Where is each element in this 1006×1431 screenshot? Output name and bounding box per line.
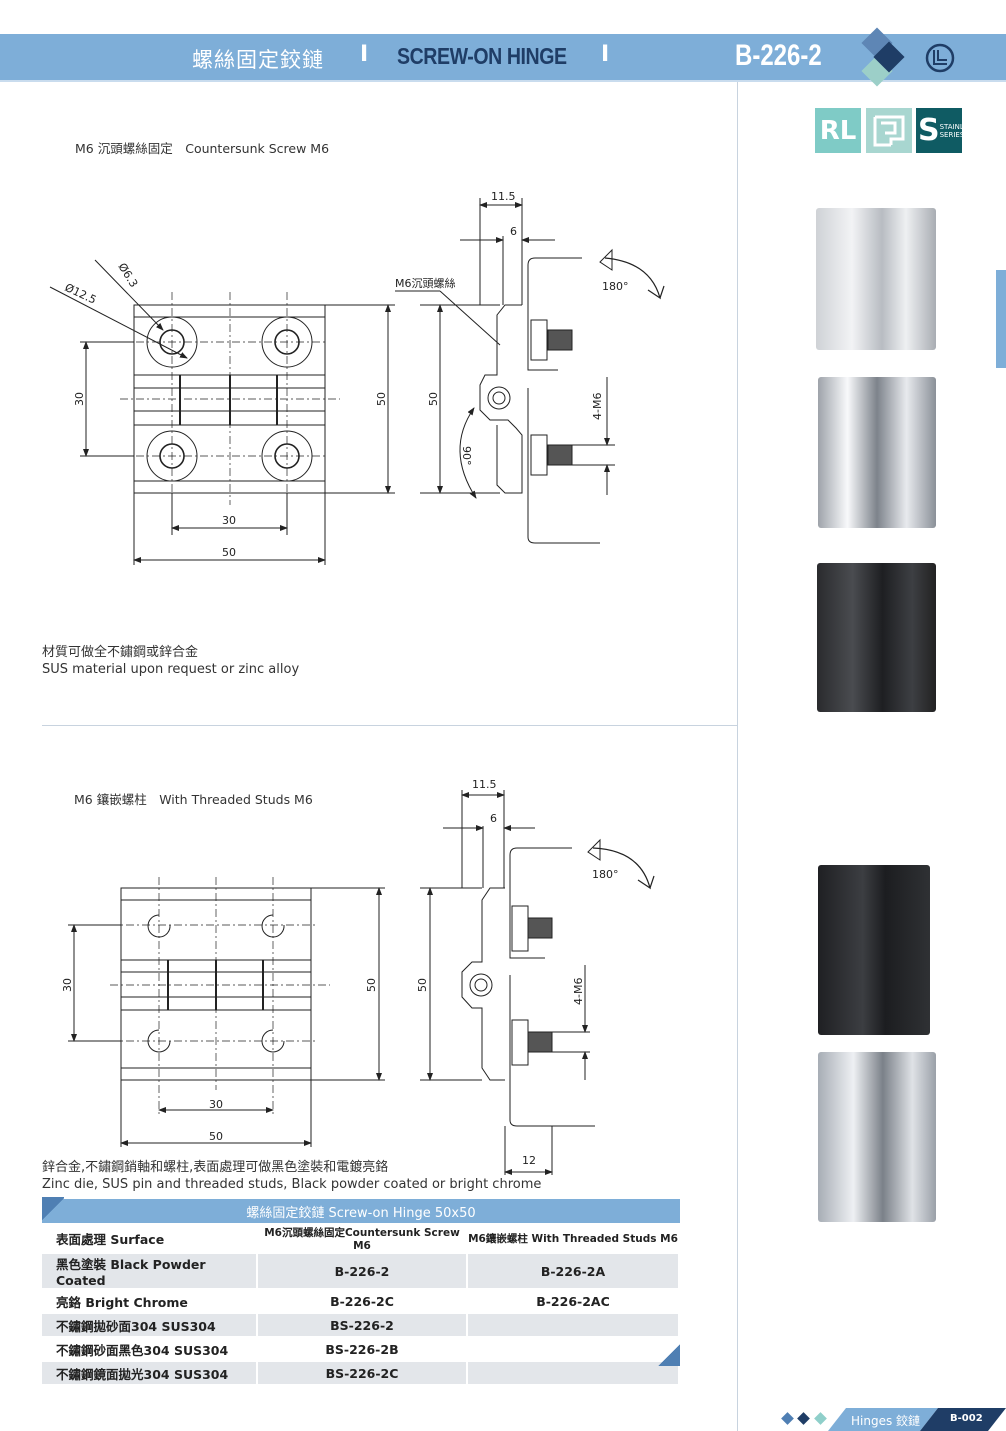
- product-photo-chrome: [818, 377, 936, 528]
- section2-note-en: Zinc die, SUS pin and threaded studs, Bl…: [42, 1177, 542, 1192]
- stainless-label: STAINLESS SERIES: [939, 122, 978, 139]
- product-photo-black-studs: [818, 865, 930, 1035]
- section1-title: M6 沉頭螺絲固定 Countersunk Screw M6: [75, 141, 330, 156]
- s-letter: S: [918, 113, 940, 148]
- title-en: SCREW-ON HINGE: [397, 43, 567, 69]
- table-header: M6鑲嵌螺柱 With Threaded Studs M6: [468, 1225, 680, 1252]
- dim-label: 30: [222, 514, 236, 527]
- table-cell: BS-226-2B: [258, 1338, 468, 1360]
- title-separator: I: [601, 42, 610, 67]
- dim-label: 50: [365, 978, 378, 992]
- product-table: 螺絲固定鉸鏈 Screw-on Hinge 50x50 表面處理 Surface…: [42, 1197, 680, 1386]
- title-separator: I: [360, 42, 369, 67]
- table-corner: [42, 1197, 64, 1221]
- section1-note-zh: 材質可做全不鏽鋼或鋅合金: [42, 645, 199, 660]
- table-cell: B-226-2A: [468, 1254, 680, 1288]
- dim-label: 4-M6: [591, 393, 604, 420]
- diamond-icon: [797, 1412, 810, 1425]
- table-corner: [658, 1344, 680, 1366]
- diamond-icon: [781, 1412, 794, 1425]
- footer-category-ribbon: [828, 1408, 938, 1431]
- table-cell: BS-226-2C: [258, 1362, 468, 1384]
- dim-label: 12: [522, 1154, 536, 1167]
- section1-note-en: SUS material upon request or zinc alloy: [42, 662, 300, 677]
- table-cell: 不鏽鋼拋砂面304 SUS304: [42, 1314, 258, 1336]
- section2-note-zh: 鋅合金,不鏽鋼銷軸和螺柱,表面處理可做黑色塗裝和電鍍亮鉻: [42, 1160, 389, 1175]
- table-cell: [468, 1338, 680, 1360]
- footer-page-ribbon: [920, 1408, 1006, 1431]
- table-cell: B-226-2: [258, 1254, 468, 1288]
- page-number: B-002: [950, 1413, 983, 1424]
- angle-label: 90°: [460, 446, 473, 466]
- dim-label: 6: [510, 225, 517, 238]
- table-cell: BS-226-2: [258, 1314, 468, 1336]
- section-divider: [42, 725, 737, 726]
- product-code: B-226-2: [735, 39, 822, 72]
- side-view-studs: [420, 790, 655, 1175]
- angle-label: 180°: [592, 868, 619, 881]
- footer-category: Hinges 鉸鏈: [851, 1414, 921, 1428]
- front-view-countersunk: [49, 259, 395, 565]
- title-zh: 螺絲固定鉸鏈: [192, 48, 324, 72]
- dim-label: 50: [427, 392, 440, 406]
- product-photo-satin: [816, 208, 936, 350]
- side-view-countersunk: [395, 198, 665, 544]
- brand-logo-icon: [925, 43, 955, 73]
- dim-label: 50: [209, 1130, 223, 1143]
- front-view-studs: [68, 877, 385, 1147]
- table-cell: 不鏽鋼鏡面拋光304 SUS304: [42, 1362, 258, 1384]
- dim-label: 30: [61, 978, 74, 992]
- dim-label: 11.5: [491, 190, 516, 203]
- dim-label: 30: [209, 1098, 223, 1111]
- product-photo-black: [817, 563, 936, 712]
- table-cell: [468, 1314, 680, 1336]
- technical-drawings: Ø12.5 Ø6.3 30 50 30 50 11.5 6 50 4-M6 M6…: [49, 190, 665, 1175]
- table-header: 表面處理 Surface: [42, 1225, 258, 1252]
- table-title: 螺絲固定鉸鏈 Screw-on Hinge 50x50: [42, 1199, 680, 1223]
- dim-label: 50: [375, 392, 388, 406]
- dim-label: 4-M6: [572, 978, 585, 1005]
- dim-label: 50: [416, 978, 429, 992]
- section2-title: M6 鑲嵌螺柱 With Threaded Studs M6: [74, 792, 313, 807]
- table-cell: 黑色塗裝 Black Powder Coated: [42, 1254, 258, 1288]
- table-header: M6沉頭螺絲固定Countersunk Screw M6: [258, 1225, 468, 1252]
- g-badge-icon: [866, 108, 912, 153]
- table-cell: [468, 1362, 680, 1384]
- table-cell: 不鏽鋼砂面黑色304 SUS304: [42, 1338, 258, 1360]
- header-bar: 螺絲固定鉸鏈 I SCREW-ON HINGE I B-226-2: [0, 27, 1006, 87]
- product-photo-chrome-studs: [818, 1052, 936, 1222]
- table-cell: 亮鉻 Bright Chrome: [42, 1290, 258, 1312]
- side-tab: [996, 270, 1006, 368]
- table-cell: B-226-2AC: [468, 1290, 680, 1312]
- dim-label: 11.5: [472, 778, 497, 791]
- table-cell: B-226-2C: [258, 1290, 468, 1312]
- dim-label: 6: [490, 812, 497, 825]
- screw-label: M6沉頭螺絲: [395, 276, 456, 290]
- angle-label: 180°: [602, 280, 629, 293]
- rl-badge: RL: [815, 108, 861, 153]
- column-divider: [737, 82, 738, 1431]
- diamond-icon: [814, 1412, 827, 1425]
- dim-label: 50: [222, 546, 236, 559]
- dim-label: 30: [73, 392, 86, 406]
